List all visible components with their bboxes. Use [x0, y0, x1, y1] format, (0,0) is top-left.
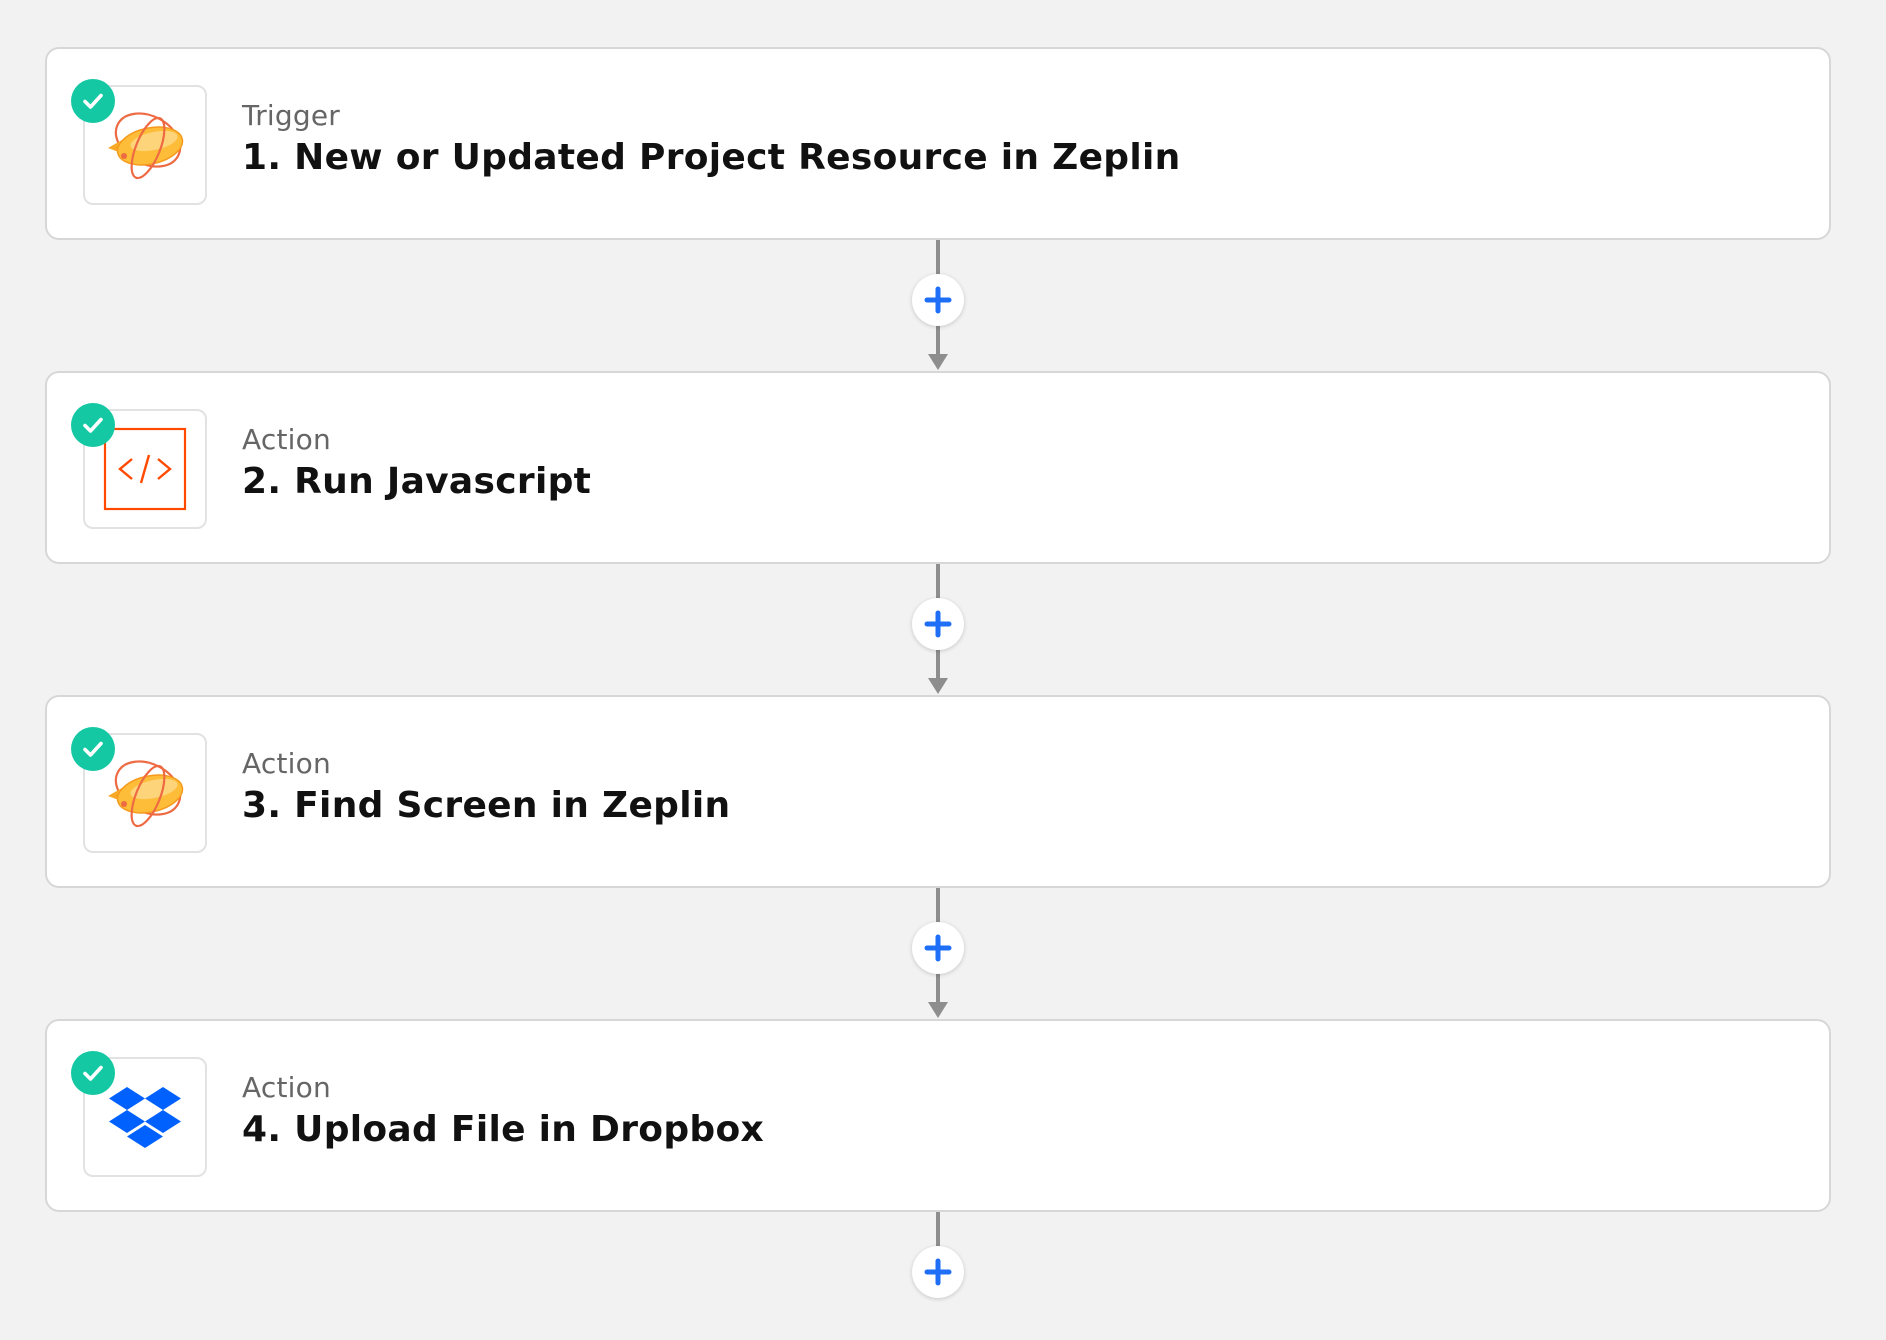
add-step-button[interactable] — [912, 598, 964, 650]
plus-icon — [924, 286, 952, 314]
plus-icon — [924, 934, 952, 962]
app-icon-box — [83, 85, 207, 205]
add-step-button[interactable] — [912, 274, 964, 326]
step-kind-label: Action — [242, 1071, 331, 1104]
zeplin-icon — [108, 760, 184, 828]
code-icon — [103, 427, 187, 511]
step-title[interactable]: 3. Find Screen in Zeplin — [242, 785, 731, 826]
step-title[interactable]: 2. Run Javascript — [242, 461, 592, 502]
check-icon — [71, 1051, 115, 1095]
step-card-4[interactable]: Action 4. Upload File in Dropbox — [45, 1019, 1831, 1212]
add-step-button[interactable] — [912, 1246, 964, 1298]
check-icon — [71, 403, 115, 447]
connector-arrow-icon — [928, 678, 948, 694]
zeplin-icon — [108, 112, 184, 180]
step-kind-label: Action — [242, 747, 331, 780]
step-card-3[interactable]: Action 3. Find Screen in Zeplin — [45, 695, 1831, 888]
step-title[interactable]: 1. New or Updated Project Resource in Ze… — [242, 137, 1181, 178]
connector-line — [936, 1212, 940, 1272]
step-card-1[interactable]: Trigger 1. New or Updated Project Resour… — [45, 47, 1831, 240]
connector-arrow-icon — [928, 354, 948, 370]
connector-arrow-icon — [928, 1002, 948, 1018]
add-step-button[interactable] — [912, 922, 964, 974]
plus-icon — [924, 1258, 952, 1286]
step-card-2[interactable]: Action 2. Run Javascript — [45, 371, 1831, 564]
dropbox-icon — [109, 1087, 181, 1148]
step-kind-label: Action — [242, 423, 331, 456]
app-icon-box — [83, 1057, 207, 1177]
step-title[interactable]: 4. Upload File in Dropbox — [242, 1109, 765, 1150]
step-kind-label: Trigger — [242, 99, 340, 132]
plus-icon — [924, 610, 952, 638]
check-icon — [71, 727, 115, 771]
check-icon — [71, 79, 115, 123]
